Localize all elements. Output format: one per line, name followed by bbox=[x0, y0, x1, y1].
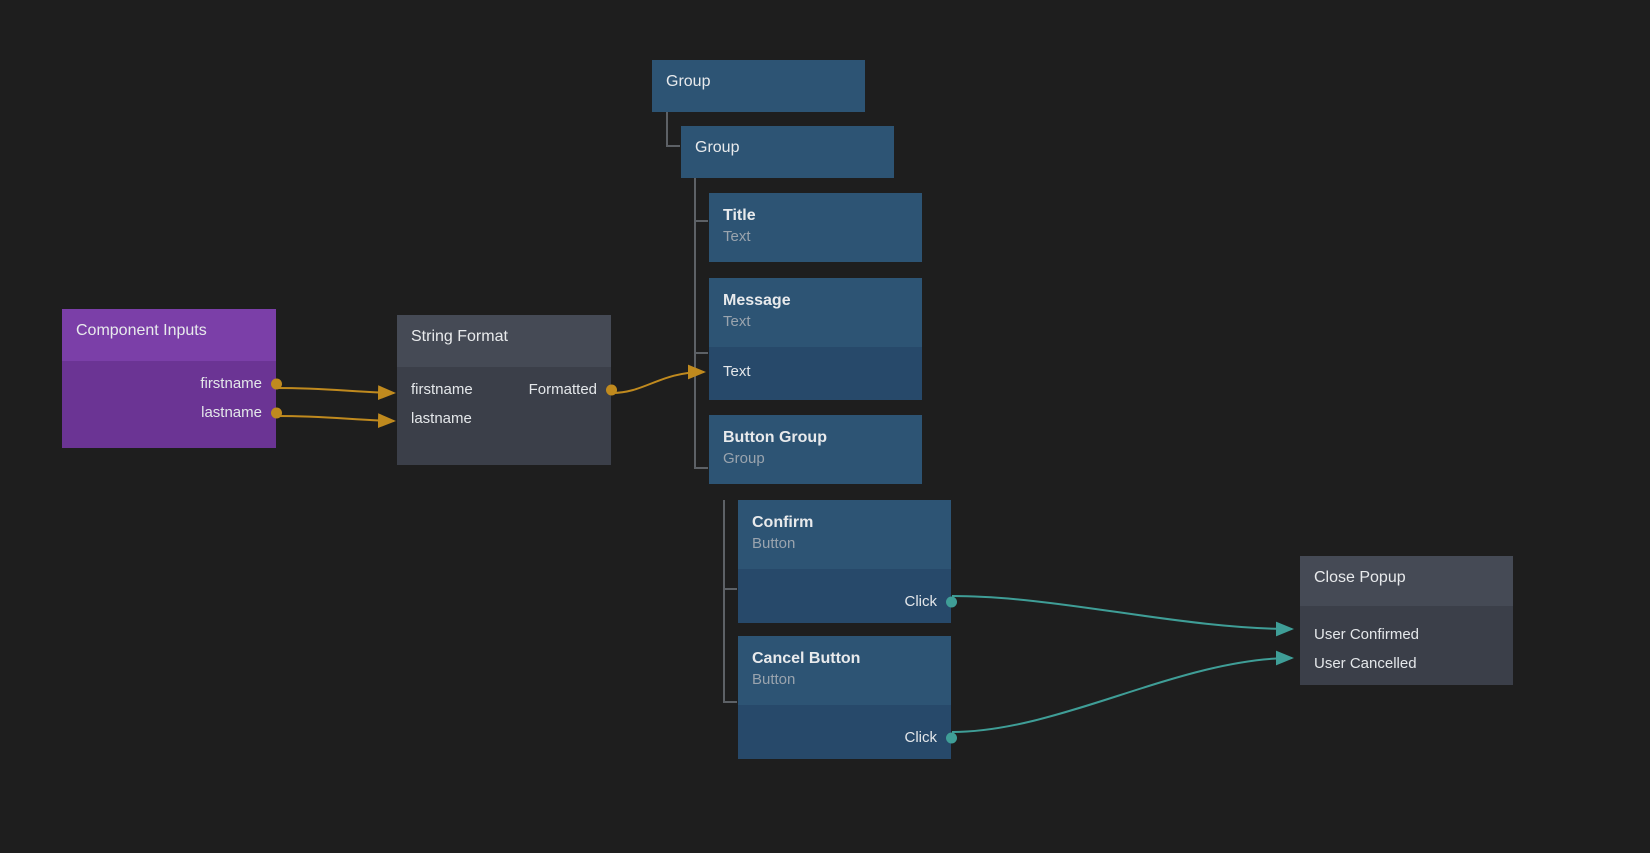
node-header: Close Popup bbox=[1300, 556, 1513, 606]
node-title: Group bbox=[666, 73, 711, 90]
tree-line-vertical bbox=[694, 176, 696, 469]
node-subtitle: Button bbox=[752, 535, 796, 552]
output-port-firstname[interactable]: firstname bbox=[62, 369, 282, 398]
node-cancel-button[interactable]: Cancel Button Button Click bbox=[738, 636, 957, 759]
node-body: Click bbox=[738, 705, 957, 759]
port-dot-lastname[interactable] bbox=[270, 407, 282, 418]
node-group-inner[interactable]: Group bbox=[681, 126, 894, 178]
tree-line-horizontal bbox=[694, 220, 708, 222]
node-title: Message bbox=[723, 292, 791, 309]
node-body: Text bbox=[709, 347, 922, 400]
port-label: User Confirmed bbox=[1314, 626, 1420, 643]
node-body: firstname lastname bbox=[62, 361, 282, 448]
node-body: Click bbox=[738, 569, 957, 623]
node-header: Cancel Button Button bbox=[738, 636, 951, 705]
port-dot-formatted[interactable] bbox=[605, 384, 617, 395]
output-label-formatted: Formatted bbox=[528, 381, 597, 398]
tree-line-vertical bbox=[666, 110, 668, 147]
port-label: User Cancelled bbox=[1314, 655, 1417, 672]
port-label: Click bbox=[904, 593, 938, 610]
port-dot-firstname[interactable] bbox=[270, 378, 282, 389]
input-port-user-cancelled[interactable]: User Cancelled bbox=[1300, 649, 1513, 678]
node-body: firstname Formatted lastname bbox=[397, 367, 617, 465]
node-header: String Format bbox=[397, 315, 611, 367]
input-port-lastname[interactable]: lastname bbox=[397, 404, 611, 433]
output-port-lastname[interactable]: lastname bbox=[62, 398, 282, 427]
node-string-format[interactable]: String Format firstname Formatted lastna… bbox=[397, 315, 617, 465]
node-message-text[interactable]: Message Text Text bbox=[709, 278, 922, 400]
tree-line-horizontal bbox=[723, 701, 737, 703]
node-title: Cancel Button bbox=[752, 650, 861, 667]
tree-line-horizontal bbox=[723, 588, 737, 590]
node-header: Group bbox=[652, 60, 865, 112]
tree-line-horizontal bbox=[694, 352, 708, 354]
node-title: Group bbox=[695, 139, 740, 156]
tree-line-horizontal bbox=[694, 467, 708, 469]
port-dot-click[interactable] bbox=[945, 596, 957, 607]
input-label-lastname: lastname bbox=[411, 410, 472, 427]
node-title: Confirm bbox=[752, 514, 814, 531]
node-body: User Confirmed User Cancelled bbox=[1300, 606, 1513, 685]
node-title: Component Inputs bbox=[76, 322, 207, 339]
input-port-user-confirmed[interactable]: User Confirmed bbox=[1300, 620, 1513, 649]
port-row-firstname-formatted[interactable]: firstname Formatted bbox=[397, 375, 617, 404]
input-label-firstname: firstname bbox=[411, 381, 473, 398]
port-label: Click bbox=[904, 729, 938, 746]
output-port-click[interactable]: Click bbox=[738, 723, 957, 752]
node-title: Title bbox=[723, 207, 756, 224]
node-subtitle: Text bbox=[723, 313, 751, 330]
port-dot-click[interactable] bbox=[945, 732, 957, 743]
node-component-inputs[interactable]: Component Inputs firstname lastname bbox=[62, 309, 282, 448]
node-title: Button Group bbox=[723, 429, 827, 446]
tree-line-horizontal bbox=[666, 145, 680, 147]
node-header: Message Text bbox=[709, 278, 922, 347]
tree-line-vertical bbox=[723, 500, 725, 703]
node-title: Close Popup bbox=[1314, 569, 1406, 586]
node-title: String Format bbox=[411, 328, 508, 345]
output-port-click[interactable]: Click bbox=[738, 587, 957, 616]
node-subtitle: Button bbox=[752, 671, 796, 688]
port-label: lastname bbox=[201, 404, 262, 421]
node-header: Component Inputs bbox=[62, 309, 276, 361]
node-header: Confirm Button bbox=[738, 500, 951, 569]
port-label: firstname bbox=[200, 375, 262, 392]
node-confirm-button[interactable]: Confirm Button Click bbox=[738, 500, 957, 623]
node-header: Button Group Group bbox=[709, 415, 922, 484]
node-header: Title Text bbox=[709, 193, 922, 262]
node-title-text[interactable]: Title Text bbox=[709, 193, 922, 262]
input-port-text[interactable]: Text bbox=[709, 357, 922, 386]
node-subtitle: Group bbox=[723, 450, 765, 467]
port-label: Text bbox=[723, 363, 751, 380]
node-close-popup[interactable]: Close Popup User Confirmed User Cancelle… bbox=[1300, 556, 1513, 685]
node-group-outer[interactable]: Group bbox=[652, 60, 865, 112]
node-button-group[interactable]: Button Group Group bbox=[709, 415, 922, 484]
node-header: Group bbox=[681, 126, 894, 178]
node-subtitle: Text bbox=[723, 228, 751, 245]
